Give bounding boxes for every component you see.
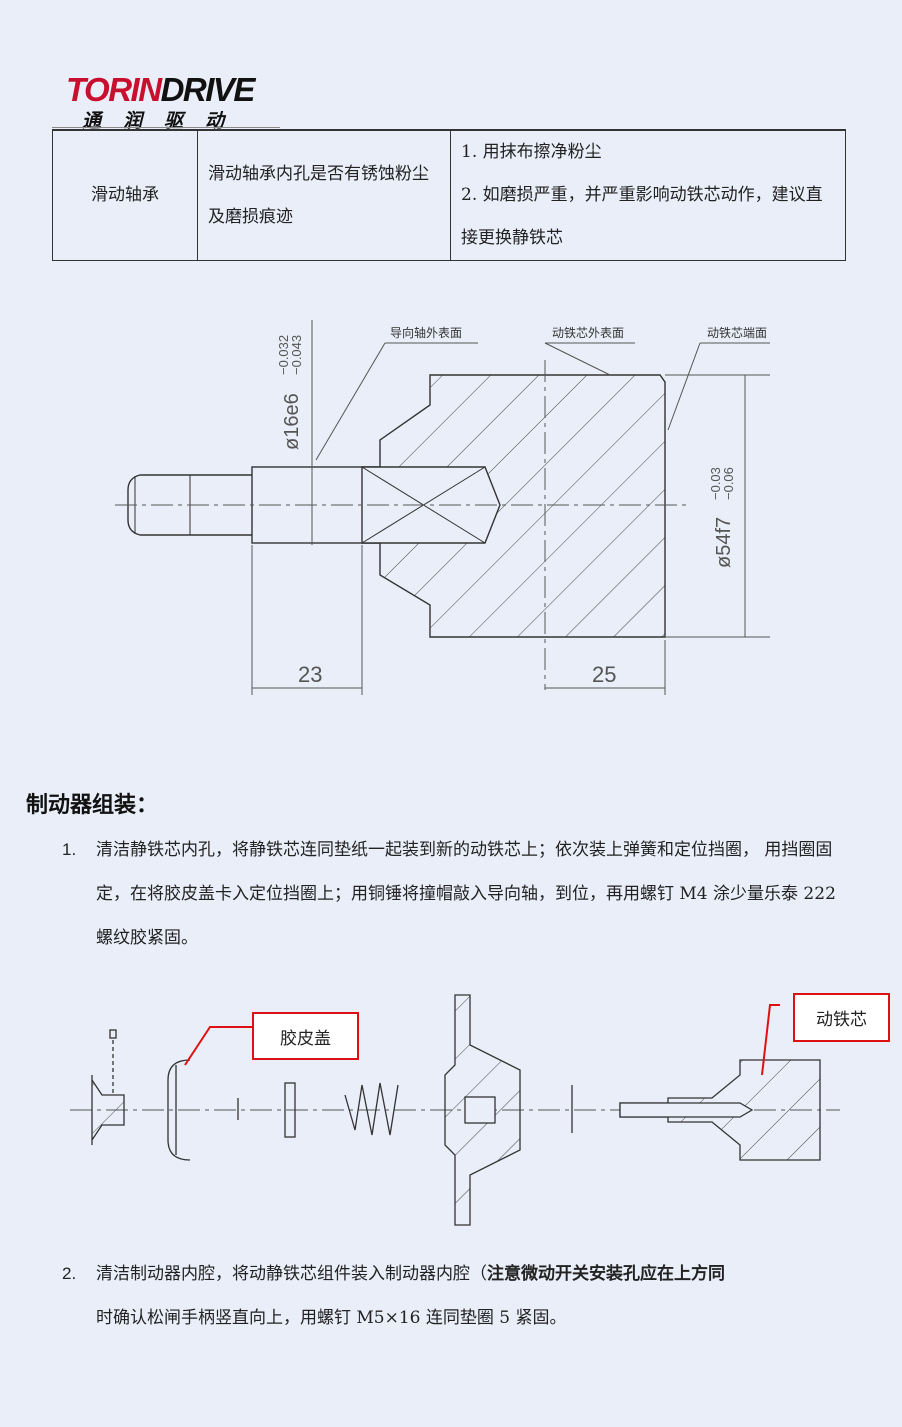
- logo: TORINDRIVE: [66, 71, 255, 108]
- retaining-ring: [284, 1082, 296, 1138]
- step-number: 2.: [62, 1264, 77, 1283]
- dim-23: 23: [298, 662, 322, 687]
- step-2: 2. 清洁制动器内腔，将动静铁芯组件装入制动器内腔（注意微动开关安装孔应在上方同…: [62, 1252, 852, 1342]
- action-cell: 1. 用抹布擦净粉尘 2. 如磨损严重，并严重影响动铁芯动作，建议直接更换静铁芯: [450, 129, 846, 261]
- action-1: 1. 用抹布擦净粉尘: [461, 142, 602, 162]
- divider: [52, 127, 280, 128]
- step-text-bold: 注意微动开关安装孔应在上方同: [487, 1264, 725, 1284]
- shaft-tol-lower: −0.043: [289, 335, 304, 375]
- table-row: 滑动轴承 滑动轴承内孔是否有锈蚀粉尘及磨损痕迹 1. 用抹布擦净粉尘 2. 如磨…: [52, 129, 846, 261]
- step-text-normal: 清洁制动器内腔，将动静铁芯组件装入制动器内腔（: [96, 1264, 487, 1284]
- core-tol-upper: −0.03: [708, 467, 723, 500]
- shaft-core-drawing: 导向轴外表面 动铁芯外表面 动铁芯端面 ø16e6 −0.032 −0.043 …: [115, 320, 770, 695]
- label-core-end-face: 动铁芯端面: [707, 326, 767, 340]
- step-text-tail: 时确认松闸手柄竖直向上，用螺钉 M5×16 连同垫圈 5 紧固。: [96, 1308, 567, 1328]
- dim-25: 25: [592, 662, 616, 687]
- label-core-outer-surface: 动铁芯外表面: [552, 326, 624, 340]
- step-text: 清洁静铁芯内孔，将静铁芯连同垫纸一起装到新的动铁芯上；依次装上弹簧和定位挡圈， …: [96, 840, 836, 948]
- cap-screw: [91, 1075, 125, 1145]
- shaft-diameter: ø16e6: [281, 393, 303, 450]
- callout-moving-core: 动铁芯: [793, 993, 890, 1042]
- core-tol-lower: −0.06: [721, 467, 736, 500]
- action-2: 2. 如磨损严重，并严重影响动铁芯动作，建议直接更换静铁芯: [461, 185, 823, 248]
- check-cell: 滑动轴承内孔是否有锈蚀粉尘及磨损痕迹: [197, 129, 451, 261]
- assembly-drawing: [70, 994, 840, 1226]
- spring: [344, 1082, 399, 1136]
- step-number: 1.: [62, 840, 77, 859]
- rubber-cover: [167, 1059, 191, 1161]
- core-body: [361, 374, 666, 638]
- item-cell: 滑动轴承: [52, 129, 198, 261]
- shaft-tol-upper: −0.032: [276, 335, 291, 375]
- section-title: 制动器组装：: [26, 793, 159, 818]
- callout-rubber-cover: 胶皮盖: [252, 1012, 359, 1060]
- label-guide-shaft-surface: 导向轴外表面: [390, 325, 462, 340]
- maintenance-table: 滑动轴承 滑动轴承内孔是否有锈蚀粉尘及磨损痕迹 1. 用抹布擦净粉尘 2. 如磨…: [52, 129, 846, 261]
- core-diameter: ø54f7: [713, 517, 735, 568]
- step-1: 1. 清洁静铁芯内孔，将静铁芯连同垫纸一起装到新的动铁芯上；依次装上弹簧和定位挡…: [62, 828, 852, 968]
- logo-chinese: 通润驱动: [82, 110, 247, 132]
- step-text: 清洁制动器内腔，将动静铁芯组件装入制动器内腔（注意微动开关安装孔应在上方同时确认…: [96, 1252, 852, 1340]
